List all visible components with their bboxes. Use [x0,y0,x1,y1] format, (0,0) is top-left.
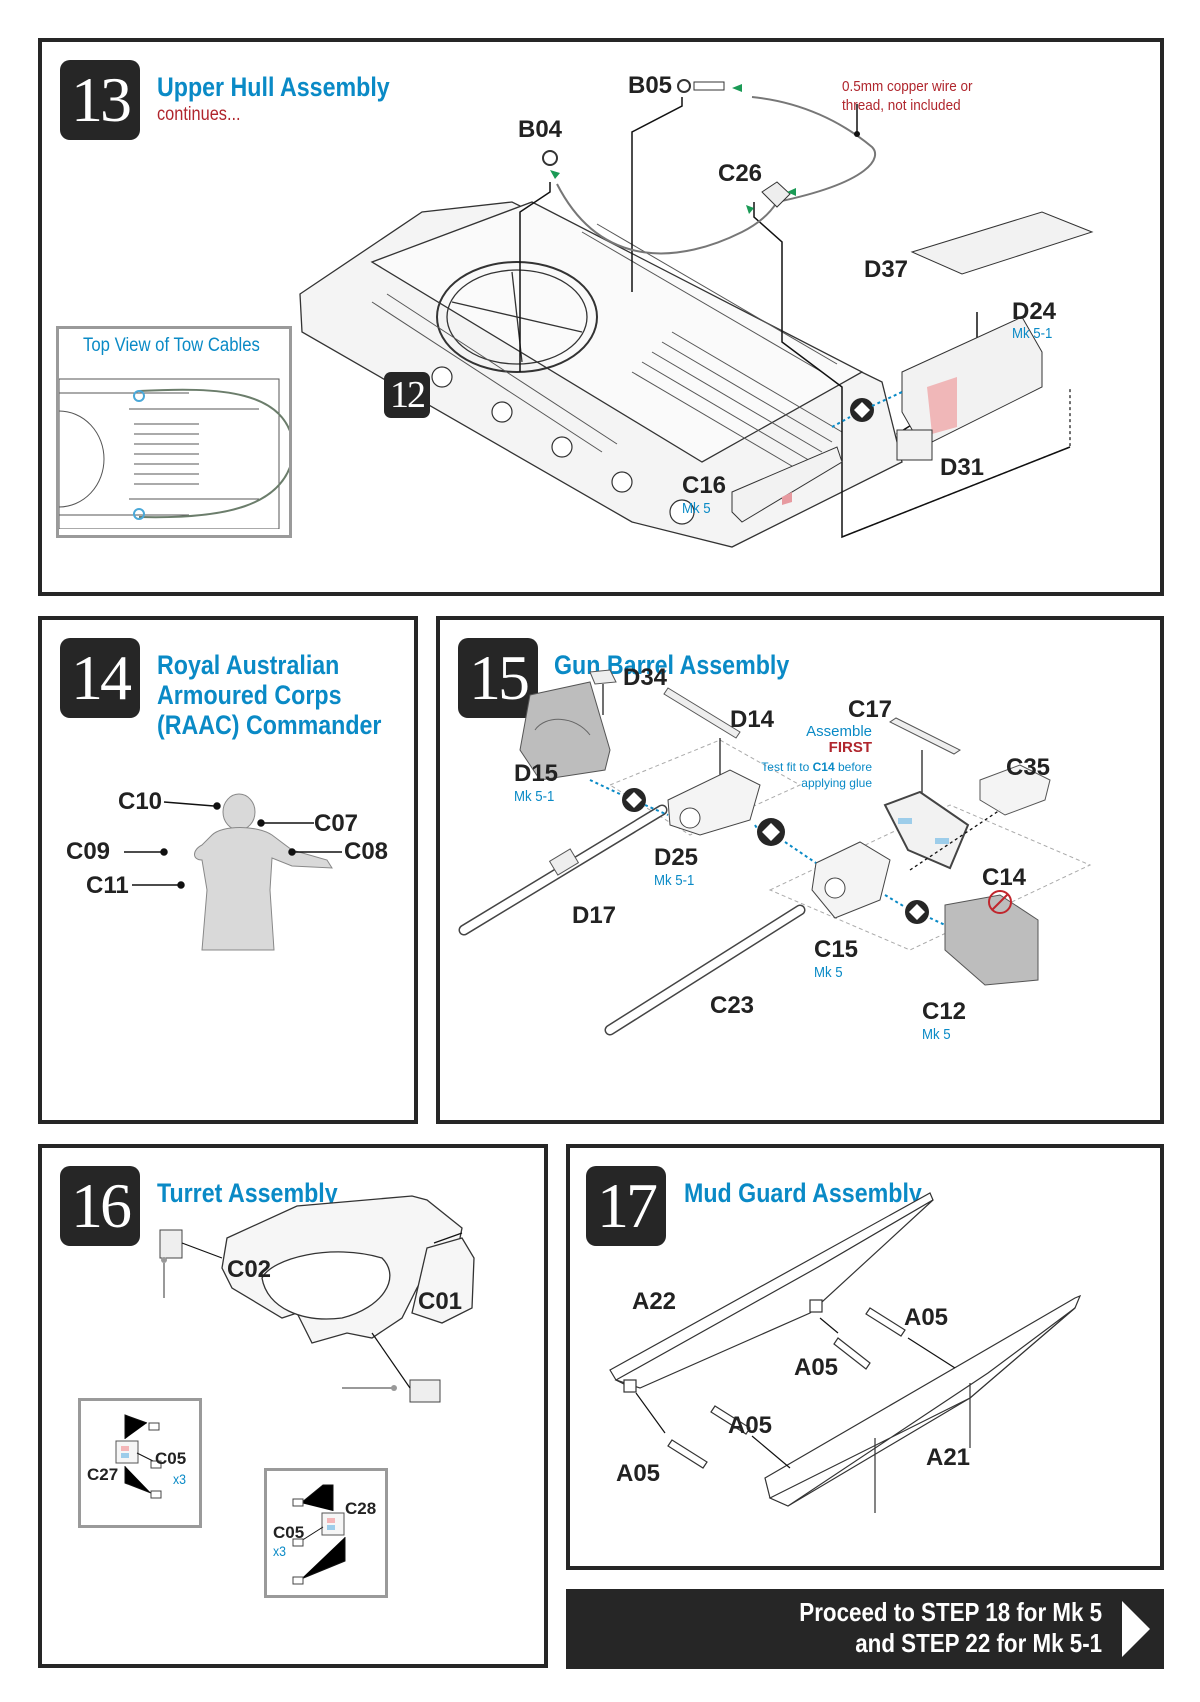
part-label-c27: C27 [87,1465,119,1484]
step-17-panel: 17 Mud Guard Assembly A22 A05 A [566,1144,1164,1570]
part-label-d25: D25 [654,844,699,871]
part-label-d15: D15 [514,760,559,787]
step-16-panel: 16 Turret Assembly C02 C01 [38,1144,548,1668]
part-label-b05: B05 [628,72,673,99]
part-label-a05-center: A05 [794,1354,839,1381]
part-label-c02: C02 [227,1256,272,1283]
inset-title: Top View of Tow Cables [83,335,260,356]
c17-note-testfit-pre: Test fit to [761,760,813,774]
glue-symbol-icon [622,788,646,812]
part-label-d31: D31 [940,454,985,481]
part-label-d34: D34 [623,664,668,691]
variant-c16: Mk 5 [682,500,711,517]
step-13-subtitle: continues... [157,104,241,125]
part-label-c28: C28 [345,1499,377,1518]
mud-guard-diagram [609,1192,1082,1513]
part-label-c05-left: C05 [155,1449,187,1468]
c17-instructions: Assemble FIRST Test fit to C14 before ap… [761,724,872,791]
part-label-a05-middle: A05 [728,1412,773,1439]
c28-detail-inset: C28 C05 x3 [264,1468,388,1598]
step-14-title: Royal Australian Armoured Corps (RAAC) C… [157,650,381,740]
step-13-number: 13 [60,60,140,140]
variant-d25: Mk 5-1 [654,872,695,889]
qty-c05-right: x3 [273,1543,287,1559]
step-13-panel: 13 Upper Hull Assembly continues... [38,38,1164,596]
part-label-c08: C08 [344,838,389,865]
proceed-banner: Proceed to STEP 18 for Mk 5 and STEP 22 … [566,1589,1164,1669]
part-label-a21: A21 [926,1444,971,1471]
variant-c12: Mk 5 [922,1026,951,1043]
step-14-title-line1: Royal Australian [157,650,340,680]
variant-c15: Mk 5 [814,964,843,981]
ref-step-12-badge: 12 [384,372,430,418]
gun-barrel-diagram [458,669,1092,1036]
part-label-c11: C11 [86,872,129,899]
c17-note-testfit-part: C14 [812,760,835,774]
part-label-c01: C01 [418,1288,463,1315]
step-14-title-line3: (RAAC) Commander [157,710,382,740]
variant-d15: Mk 5-1 [514,788,555,805]
part-label-d17: D17 [572,902,617,929]
c17-note-assemble: Assemble [806,723,872,740]
part-label-a22: A22 [632,1288,677,1315]
c27-detail-inset: C05 x3 C27 [78,1398,202,1528]
part-label-c14: C14 [982,864,1027,891]
no-glue-icon [988,890,1012,914]
part-label-d37: D37 [864,256,909,283]
wire-note-line2: thread, not included [842,97,961,114]
c17-note-glue: applying glue [801,776,872,790]
part-label-c05-right: C05 [273,1523,305,1542]
step-14-number: 14 [60,638,140,718]
part-label-d14: D14 [730,706,775,733]
step-17-number: 17 [586,1166,666,1246]
part-label-c16: C16 [682,472,727,499]
commander-figure-diagram [124,793,342,951]
proceed-line1: Proceed to STEP 18 for Mk 5 [799,1597,1102,1627]
part-label-c07: C07 [314,810,359,837]
c17-note-testfit-post: before [834,760,872,774]
part-label-c10: C10 [118,788,163,815]
step-16-number: 16 [60,1166,140,1246]
step-15-panel: 15 Gun Barrel Assembly [436,616,1164,1124]
proceed-text: Proceed to STEP 18 for Mk 5 and STEP 22 … [799,1597,1102,1659]
turret-assembly-diagram [159,1195,475,1403]
part-label-c09: C09 [66,838,111,865]
c28-detail-diagram [292,1484,346,1585]
tow-cable-top-view-diagram [59,378,289,529]
part-label-b04: B04 [518,116,563,143]
qty-c05-left: x3 [173,1471,187,1487]
part-label-a05-bottom-left: A05 [616,1460,661,1487]
step-14-panel: 14 Royal Australian Armoured Corps (RAAC… [38,616,418,1124]
step-16-title: Turret Assembly [157,1178,338,1208]
step-13-title: Upper Hull Assembly [157,72,390,102]
part-label-c17: C17 [848,696,893,723]
part-label-c26: C26 [718,160,763,187]
c17-note-first: FIRST [828,739,872,756]
tow-cable-top-view-inset: Top View of Tow Cables [56,326,292,538]
part-label-a05-top-right: A05 [904,1304,949,1331]
wire-note: 0.5mm copper wire or thread, not include… [842,77,973,115]
glue-symbol-icon [905,900,929,924]
part-label-c23: C23 [710,992,755,1019]
part-label-c35: C35 [1006,754,1051,781]
wire-note-line1: 0.5mm copper wire or [842,78,973,95]
c17-note-testfit: Test fit to C14 before [761,759,872,775]
step-17-title: Mud Guard Assembly [684,1178,922,1208]
proceed-line2: and STEP 22 for Mk 5-1 [855,1628,1102,1658]
step-15-number: 15 [458,638,538,718]
c27-detail-diagram [115,1414,162,1499]
arrow-right-icon [1122,1601,1150,1657]
variant-d24: Mk 5-1 [1012,325,1053,342]
step-14-title-line2: Armoured Corps [157,680,342,710]
glue-symbol-icon [757,818,785,846]
part-label-d24: D24 [1012,298,1057,325]
part-label-c12: C12 [922,998,967,1025]
part-label-c15: C15 [814,936,859,963]
